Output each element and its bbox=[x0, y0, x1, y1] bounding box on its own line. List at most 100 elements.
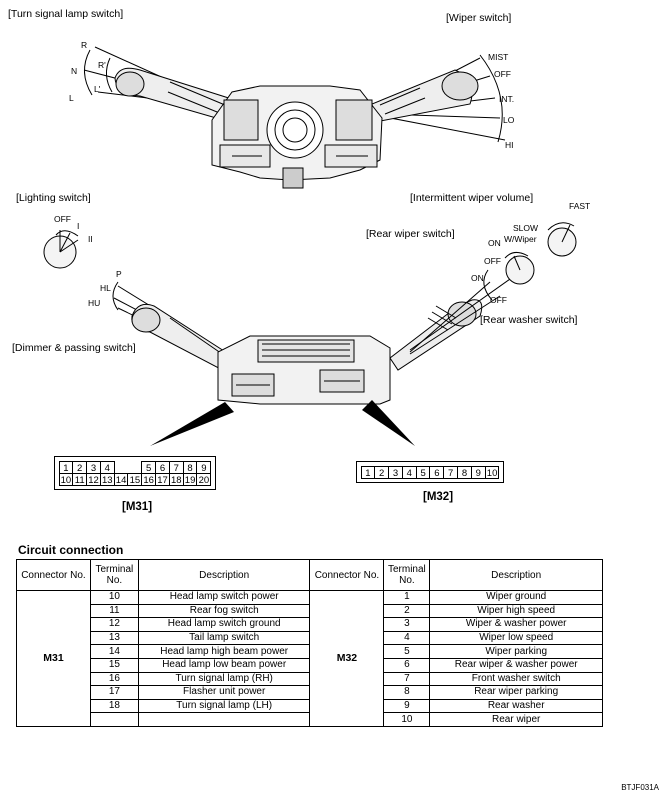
m31-pin: 13 bbox=[99, 472, 115, 486]
connector-m31-name: [M31] bbox=[122, 501, 153, 513]
description-cell: Wiper & washer power bbox=[429, 617, 603, 632]
rear-wiper-switch-label: [Rear wiper switch] bbox=[366, 228, 455, 240]
intermittent-pos-fast: FAST bbox=[569, 201, 591, 211]
intermittent-pos-slow: SLOW bbox=[513, 223, 539, 233]
terminal-cell: 18 bbox=[89, 698, 139, 714]
description-cell: Head lamp switch ground bbox=[137, 617, 311, 632]
description-cell bbox=[137, 712, 311, 727]
description-cell: Rear fog switch bbox=[137, 603, 311, 619]
connector-cell-right: M32 bbox=[309, 590, 385, 727]
terminal-cell: 5 bbox=[383, 644, 431, 659]
m32-pin: 7 bbox=[443, 465, 459, 479]
rear-washer-switch-label: [Rear washer switch] bbox=[480, 314, 578, 326]
terminal-cell: 11 bbox=[89, 603, 139, 619]
turn-signal-switch-label: [Turn signal lamp switch] bbox=[8, 8, 124, 20]
m31-pin: 15 bbox=[127, 472, 143, 486]
description-cell: Wiper ground bbox=[429, 590, 603, 605]
terminal-cell: 12 bbox=[89, 617, 139, 632]
m31-pin: 16 bbox=[141, 472, 157, 486]
wiper-pos-hi: HI bbox=[505, 140, 514, 150]
header-connector-right: Connector No. bbox=[309, 559, 385, 591]
table-header-row: Connector No. Terminal No. Description C… bbox=[16, 559, 603, 591]
terminal-cell: 15 bbox=[89, 657, 139, 673]
rear-wiper-pos-on: ON bbox=[488, 238, 501, 248]
m32-pin: 5 bbox=[415, 465, 431, 479]
switch-assembly-illustration bbox=[43, 46, 577, 446]
m32-pin: 6 bbox=[429, 465, 445, 479]
m31-pin: 18 bbox=[168, 472, 184, 486]
lighting-pos-ii: II bbox=[88, 234, 93, 244]
turn-pos-r: R bbox=[81, 40, 88, 50]
description-cell: Head lamp low beam power bbox=[137, 657, 311, 673]
terminal-cell: 9 bbox=[383, 698, 431, 714]
dimmer-switch-label: [Dimmer & passing switch] bbox=[12, 342, 136, 354]
m31-pin: 20 bbox=[196, 472, 212, 486]
m31-pin: 19 bbox=[182, 472, 198, 486]
terminal-cell: 2 bbox=[383, 603, 431, 619]
description-cell: Rear wiper & washer power bbox=[429, 657, 603, 673]
wiper-pos-int: INT. bbox=[499, 94, 515, 104]
figure-code: BTJF031A bbox=[621, 783, 659, 792]
rear-washer-pos-on: ON bbox=[471, 273, 484, 283]
description-cell: Turn signal lamp (RH) bbox=[137, 671, 311, 687]
description-cell: Rear wiper parking bbox=[429, 685, 603, 700]
connector-m32-name: [M32] bbox=[423, 491, 454, 503]
circuit-connection-title: Circuit connection bbox=[18, 543, 124, 557]
intermittent-wiper-label: [Intermittent wiper volume] bbox=[410, 192, 534, 204]
turn-pos-n: N bbox=[71, 66, 78, 76]
header-connector-left: Connector No. bbox=[16, 559, 91, 591]
wiper-pos-off: OFF bbox=[494, 69, 511, 79]
turn-pos-l-prime: L' bbox=[94, 84, 101, 94]
wiper-pos-mist: MIST bbox=[488, 52, 509, 62]
rear-wiper-pos-off: OFF bbox=[484, 256, 501, 266]
terminal-cell: 7 bbox=[383, 671, 431, 687]
description-cell: Rear washer bbox=[429, 698, 603, 714]
m31-pin: 12 bbox=[86, 472, 101, 486]
lighting-pos-i: I bbox=[77, 221, 80, 231]
dimmer-pos-hu: HU bbox=[88, 298, 101, 308]
m32-pin: 8 bbox=[457, 465, 472, 479]
terminal-cell: 14 bbox=[89, 644, 139, 659]
description-cell: Wiper low speed bbox=[429, 630, 603, 646]
m31-pin: 17 bbox=[155, 472, 170, 486]
m32-pin: 2 bbox=[374, 465, 390, 479]
wiper-pos-lo: LO bbox=[503, 115, 515, 125]
m32-pin: 4 bbox=[401, 465, 417, 479]
dimmer-pos-hl: HL bbox=[100, 283, 111, 293]
dimmer-pos-p: P bbox=[116, 269, 122, 279]
terminal-cell bbox=[89, 712, 139, 727]
description-cell: Wiper parking bbox=[429, 644, 603, 659]
m32-pin: 9 bbox=[470, 465, 486, 479]
lighting-pos-off: OFF bbox=[54, 214, 71, 224]
terminal-cell: 16 bbox=[89, 671, 139, 687]
rear-wiper-pos-wwiper: W/Wiper bbox=[504, 234, 537, 244]
m32-pin: 10 bbox=[484, 465, 500, 479]
description-cell: Front washer switch bbox=[429, 671, 603, 687]
header-description-left: Description bbox=[137, 559, 311, 591]
circuit-connection-table: Connector No. Terminal No. Description C… bbox=[16, 559, 603, 727]
terminal-cell: 1 bbox=[383, 590, 431, 605]
description-cell: Wiper high speed bbox=[429, 603, 603, 619]
terminal-cell: 4 bbox=[383, 630, 431, 646]
description-cell: Rear wiper bbox=[429, 712, 603, 727]
turn-pos-l: L bbox=[69, 93, 74, 103]
turn-pos-r-prime: R' bbox=[98, 60, 106, 70]
wiper-switch-label: [Wiper switch] bbox=[446, 12, 512, 24]
m32-pin: 3 bbox=[388, 465, 403, 479]
terminal-cell: 6 bbox=[383, 657, 431, 673]
m31-pin: 10 bbox=[58, 472, 74, 486]
terminal-cell: 17 bbox=[89, 685, 139, 700]
header-description-right: Description bbox=[429, 559, 603, 591]
